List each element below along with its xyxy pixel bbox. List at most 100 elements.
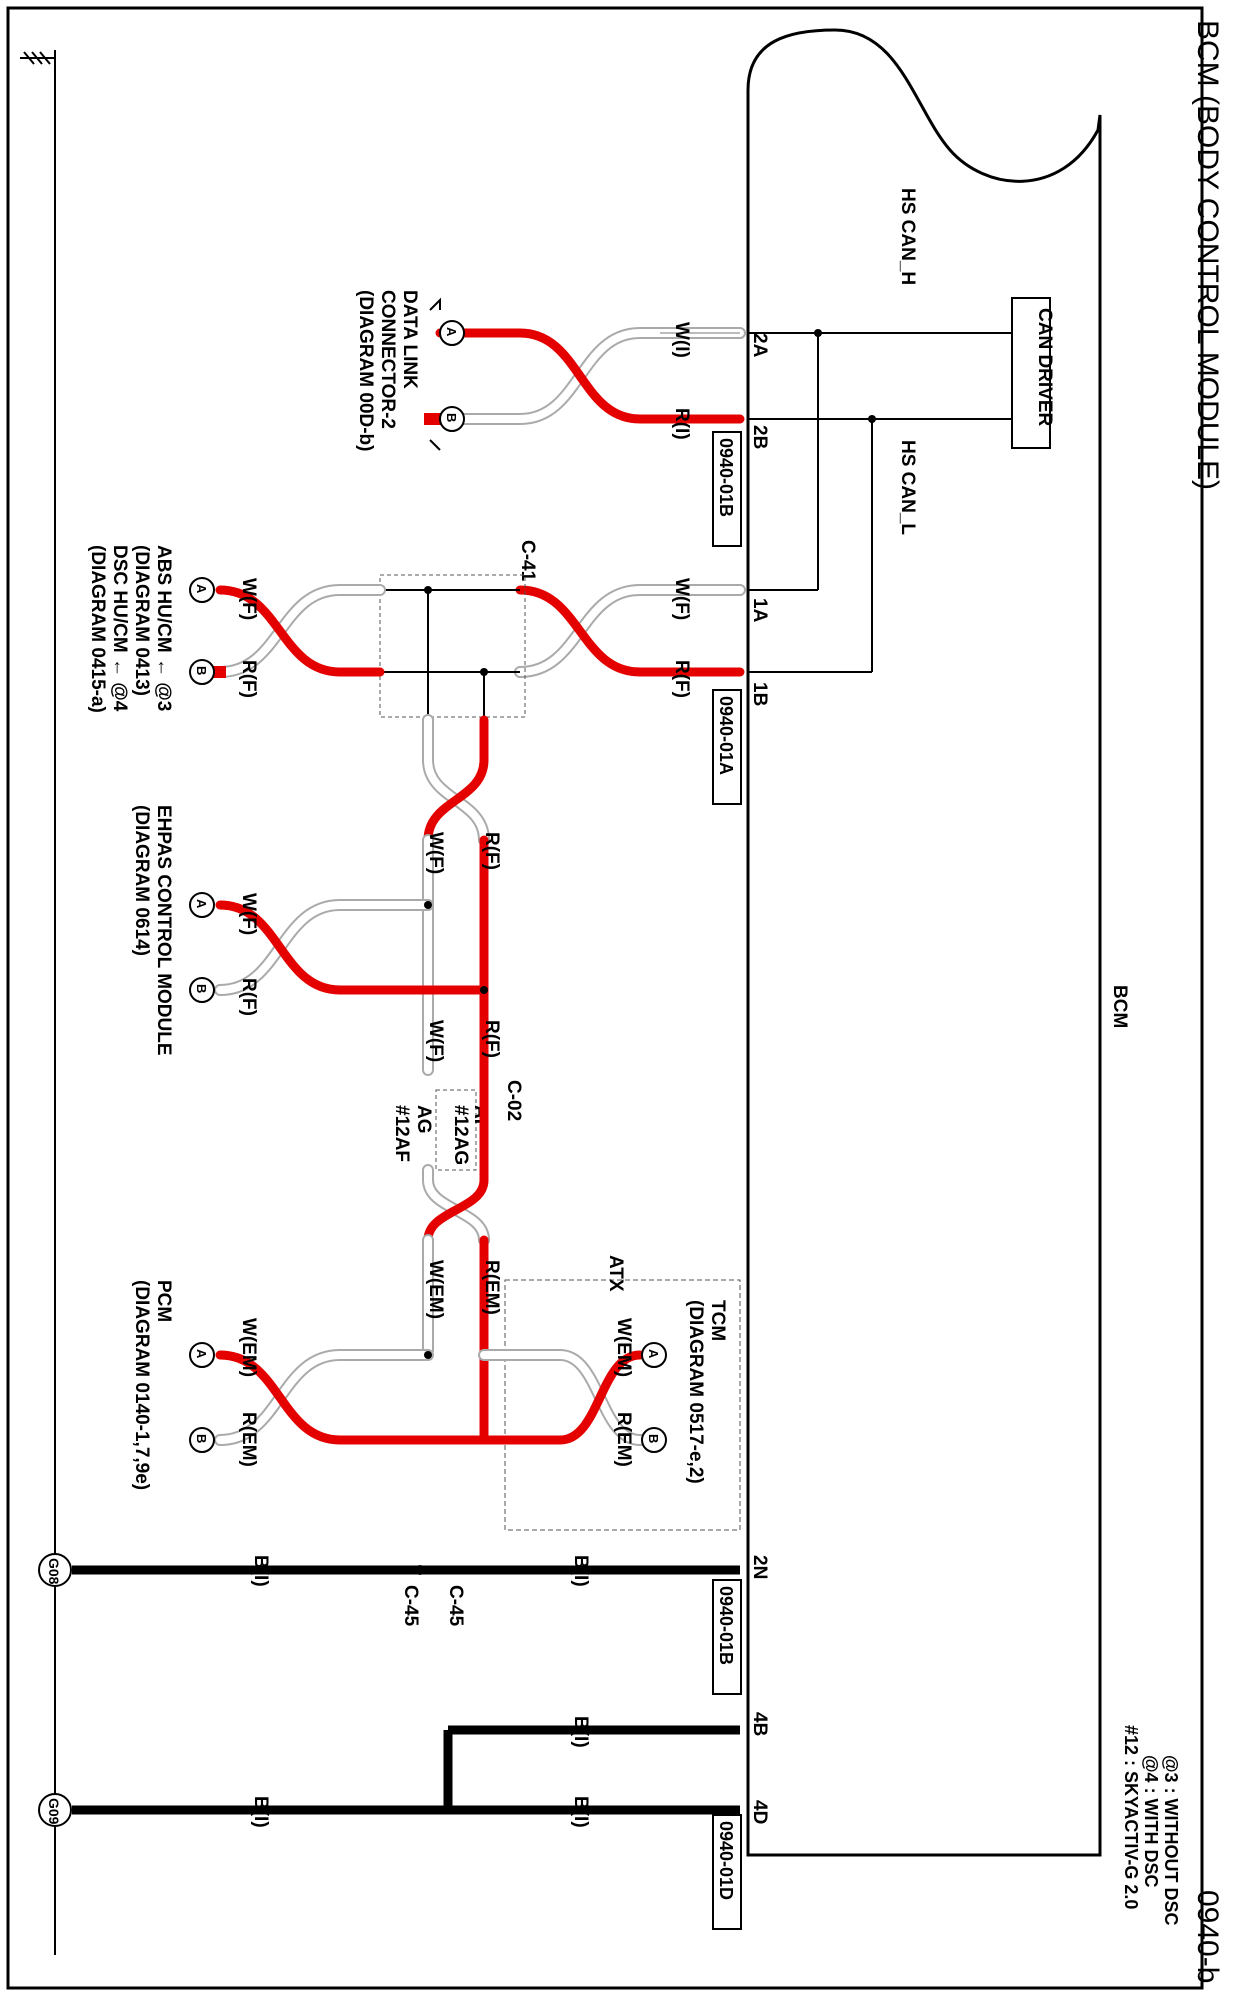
junction-dot <box>480 986 488 994</box>
connector-0940-01a <box>712 689 742 805</box>
ehpas-wire-r: R(F) <box>238 978 259 1016</box>
abs-wire-w: W(F) <box>238 578 259 620</box>
connector-0940-01b-bottom <box>712 1579 742 1695</box>
connector-0940-01b-bottom-label: 0940-01B <box>716 1586 736 1665</box>
pcm-name-1: PCM <box>153 1280 174 1322</box>
ehpas-name-1: EHPAS CONTROL MODULE <box>153 805 174 1056</box>
ehpas-twisted-pair <box>214 899 489 996</box>
ground-point-g08 <box>38 1553 72 1587</box>
ehpas-terminal-b-label: B <box>194 984 209 993</box>
ground-wire-b-2: B(I) <box>250 1555 271 1587</box>
junction-dot <box>424 901 432 909</box>
splice-c45-label-2: C-45 <box>400 1585 421 1627</box>
trunk-wire-r-em: R(EM) <box>481 1260 502 1315</box>
tcm-name-2: (DIAGRAM 0517-e,2) <box>685 1300 706 1484</box>
abs-terminal-a-label: A <box>194 584 209 594</box>
splice-c45-label-1: C-45 <box>445 1585 466 1627</box>
dlc-name-3: (DIAGRAM 00D-b) <box>355 290 376 452</box>
ehpas-terminal-a <box>189 892 215 918</box>
junction-dot <box>480 668 488 676</box>
bcm-label: BCM <box>1109 985 1130 1028</box>
ground-wire-b-5: B(I) <box>250 1796 271 1828</box>
trunk-twisted-pair-1 <box>422 714 490 1076</box>
c41-bus <box>380 589 520 720</box>
ground-wire-b-3: B(I) <box>570 1716 591 1748</box>
tcm-twisted-pair <box>478 1349 646 1446</box>
diagram-id: 0940-b <box>1191 1890 1224 1983</box>
pcm-terminal-a-label: A <box>194 1349 209 1359</box>
trunk-wire-r-1: R(F) <box>481 832 502 870</box>
ehpas-name-2: (DIAGRAM 0614) <box>131 805 152 956</box>
abs-terminal-b <box>189 659 215 685</box>
tcm-terminal-b <box>641 1427 667 1453</box>
dlc-connector-bracket <box>429 297 441 451</box>
ehpas-wire-w: W(F) <box>238 893 259 935</box>
ground-wire-b-4: B(I) <box>570 1796 591 1828</box>
dlc-wire-w: W(I) <box>671 322 692 358</box>
can-driver-box <box>1011 297 1051 449</box>
splice-12af: #12AF <box>391 1105 412 1162</box>
internal-can-lines <box>748 332 1012 673</box>
tcm-terminal-a-label: A <box>646 1349 661 1359</box>
connector-0940-01b-top-label: 0940-01B <box>716 438 736 517</box>
note-4: @4 : WITH DSC <box>1141 1755 1161 1888</box>
ehpas-terminal-b <box>189 977 215 1003</box>
abs-wire-r: R(F) <box>238 660 259 698</box>
pin-2b: 2B <box>749 425 770 449</box>
bcm-c41-twisted-pair <box>514 584 746 678</box>
ground-symbol-icon <box>20 51 55 65</box>
tcm-option-box <box>504 1279 741 1531</box>
note-3: @3 : WITHOUT DSC <box>1161 1755 1181 1926</box>
abs-terminal-a <box>189 577 215 603</box>
page-title: BCM (BODY CONTROL MODULE) <box>1191 20 1224 490</box>
splice-12ag: #12AG <box>450 1105 471 1165</box>
junction-dot <box>814 329 822 337</box>
junction-dot <box>868 415 876 423</box>
pcm-wire-w: W(EM) <box>238 1318 259 1377</box>
hs-can-h-label: HS CAN_H <box>897 188 918 285</box>
tcm-name-1: TCM <box>707 1300 728 1341</box>
ground-label-g08: G08 <box>46 1558 62 1585</box>
connector-0940-01a-label: 0940-01A <box>716 696 736 775</box>
abs-name-4: (DIAGRAM 0415-a) <box>87 545 108 713</box>
trunk-wire-r-2: R(F) <box>481 1020 502 1058</box>
tcm-wire-r: R(EM) <box>613 1412 634 1467</box>
connector-0940-01d <box>712 1814 742 1930</box>
pcm-wire-r: R(EM) <box>238 1412 259 1467</box>
splice-ag: AG <box>413 1105 434 1134</box>
trunk-wire-w-2: W(F) <box>425 1020 446 1062</box>
abs-name-1: ABS HU/CM ← @3 <box>153 545 174 711</box>
dlc-name-1: DATA LINK <box>399 290 420 389</box>
ehpas-terminal-a-label: A <box>194 899 209 909</box>
pcm-terminal-a <box>189 1342 215 1368</box>
tcm-terminal-a <box>641 1342 667 1368</box>
pcm-name-2: (DIAGRAM 0140-1,7,9e) <box>131 1280 152 1490</box>
pcm-twisted-pair <box>214 1349 489 1446</box>
atx-label: ATX <box>605 1255 626 1292</box>
abs-name-3: DSC HU/CM ← @4 <box>109 545 130 712</box>
ground-wires <box>72 1565 740 1815</box>
note-12: #12 : SKYACTIV-G 2.0 <box>1121 1725 1141 1909</box>
pin-1a: 1A <box>749 598 770 623</box>
pin-1b: 1B <box>749 682 770 706</box>
connector-0940-01d-label: 0940-01D <box>716 1821 736 1900</box>
ground-label-g09: G09 <box>46 1798 62 1825</box>
bcm-wire-w-f: W(F) <box>671 578 692 620</box>
dlc-wire-r: R(I) <box>671 408 692 440</box>
abs-terminal-b-label: B <box>194 666 209 675</box>
bcm-outline <box>746 28 1102 1857</box>
connector-0940-01b-top <box>712 431 742 547</box>
junction-dot <box>424 586 432 594</box>
splice-c41-label: C-41 <box>517 540 538 582</box>
c41-shield-box <box>379 574 526 718</box>
splice-c02-label: C-02 <box>503 1080 524 1121</box>
page-frame <box>6 6 1204 1990</box>
trunk-wire-w-1: W(F) <box>425 832 446 874</box>
can-driver-label: CAN DRIVER <box>1034 308 1055 427</box>
dlc-twisted-pair <box>434 327 746 425</box>
tcm-terminal-b-label: B <box>646 1434 661 1443</box>
trunk-wire-w-em: W(EM) <box>425 1260 446 1319</box>
ground-wire-b-1: B(I) <box>570 1555 591 1587</box>
dlc-terminal-b-label: B <box>444 413 459 422</box>
